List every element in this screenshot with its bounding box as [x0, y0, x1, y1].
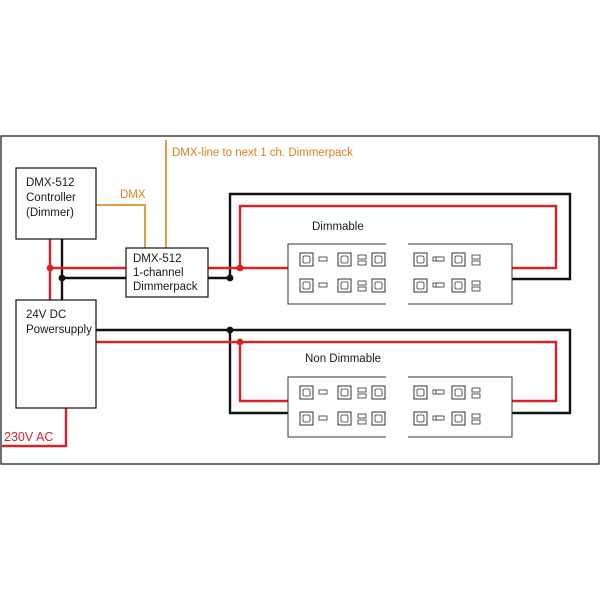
resistor [471, 260, 481, 266]
positive-wire-non-dimmable-left [238, 342, 288, 403]
led-chip [413, 411, 428, 426]
dimmerpack-box: DMX-512 1-channel Dimmerpack [125, 247, 209, 298]
ground-wire-non-dimmable-left [228, 330, 288, 415]
resistor [357, 393, 367, 399]
resistor [471, 413, 481, 419]
resistor [357, 387, 367, 393]
led-strip-dimmable [287, 243, 513, 305]
positive-wires [2, 204, 558, 448]
dmx-wires [96, 140, 167, 248]
dimmerpack-label-line3: Dimmerpack [133, 281, 198, 293]
controller-label-line3: (Dimmer) [26, 207, 74, 219]
strip-gap [386, 243, 408, 305]
resistor [435, 282, 445, 288]
resistor [471, 286, 481, 292]
resistor [471, 393, 481, 399]
led-chip [371, 411, 386, 426]
positive-wire-powersupply-bus [96, 340, 558, 403]
resistor [471, 419, 481, 425]
junction-dot [46, 264, 54, 272]
resistor [357, 254, 367, 260]
resistor [357, 286, 367, 292]
junction-dot [236, 338, 244, 346]
resistor [318, 256, 328, 262]
led-chip [451, 411, 466, 426]
dmx-label: DMX [120, 189, 146, 201]
resistor [471, 387, 481, 393]
strip-dimmable-label: Dimmable [312, 221, 364, 233]
led-chip [371, 385, 386, 400]
led-chip [371, 278, 386, 293]
ground-wires [60, 192, 572, 415]
resistor [435, 415, 445, 421]
positive-wire-dimmable-loop [238, 204, 558, 270]
resistor [318, 282, 328, 288]
controller-box: DMX-512 Controller (Dimmer) [15, 167, 97, 240]
dimmerpack-label-line2: 1-channel [133, 267, 184, 279]
resistor [357, 260, 367, 266]
led-chip [299, 278, 314, 293]
controller-label-line2: Controller [26, 192, 76, 204]
powersupply-label-line2: Powersupply [26, 324, 92, 336]
led-chip [337, 252, 352, 267]
resistor [357, 419, 367, 425]
resistor [318, 415, 328, 421]
led-chip [451, 385, 466, 400]
led-chip [299, 252, 314, 267]
led-chip [299, 411, 314, 426]
dmx-wire-controller-to-dimmerpack [96, 204, 146, 248]
led-chip [337, 411, 352, 426]
powersupply-box: 24V DC Powersupply [15, 299, 97, 409]
resistor [318, 389, 328, 395]
resistor [471, 254, 481, 260]
controller-label-line1: DMX-512 [26, 177, 75, 189]
led-chip [337, 278, 352, 293]
junction-dot [236, 264, 244, 272]
junction-dot [58, 274, 66, 282]
led-strip-non-dimmable [287, 376, 513, 438]
mains-label: 230V AC [4, 430, 53, 444]
diagram-frame [0, 135, 600, 465]
powersupply-label-line1: 24V DC [26, 309, 66, 321]
mains-wire [2, 408, 68, 448]
strip-gap [386, 376, 408, 438]
led-chip [451, 252, 466, 267]
resistor [435, 256, 445, 262]
led-chip [413, 385, 428, 400]
ground-wire-powersupply-bus [96, 328, 572, 415]
led-chip [451, 278, 466, 293]
led-chip [299, 385, 314, 400]
resistor [435, 389, 445, 395]
dmx-line-label: DMX-line to next 1 ch. Dimmerpack [172, 147, 353, 159]
resistor [357, 280, 367, 286]
dimmerpack-label-line1: DMX-512 [133, 253, 182, 265]
ground-wire-dimmable-strip [208, 192, 572, 281]
junction-dot [226, 274, 234, 282]
strip-non-dimmable-label: Non Dimmable [305, 353, 381, 365]
led-chip [371, 252, 386, 267]
led-chip [413, 278, 428, 293]
resistor [357, 413, 367, 419]
led-chip [413, 252, 428, 267]
junction-dot [226, 326, 234, 334]
junction-dots [46, 264, 244, 346]
led-chip [337, 385, 352, 400]
resistor [471, 280, 481, 286]
